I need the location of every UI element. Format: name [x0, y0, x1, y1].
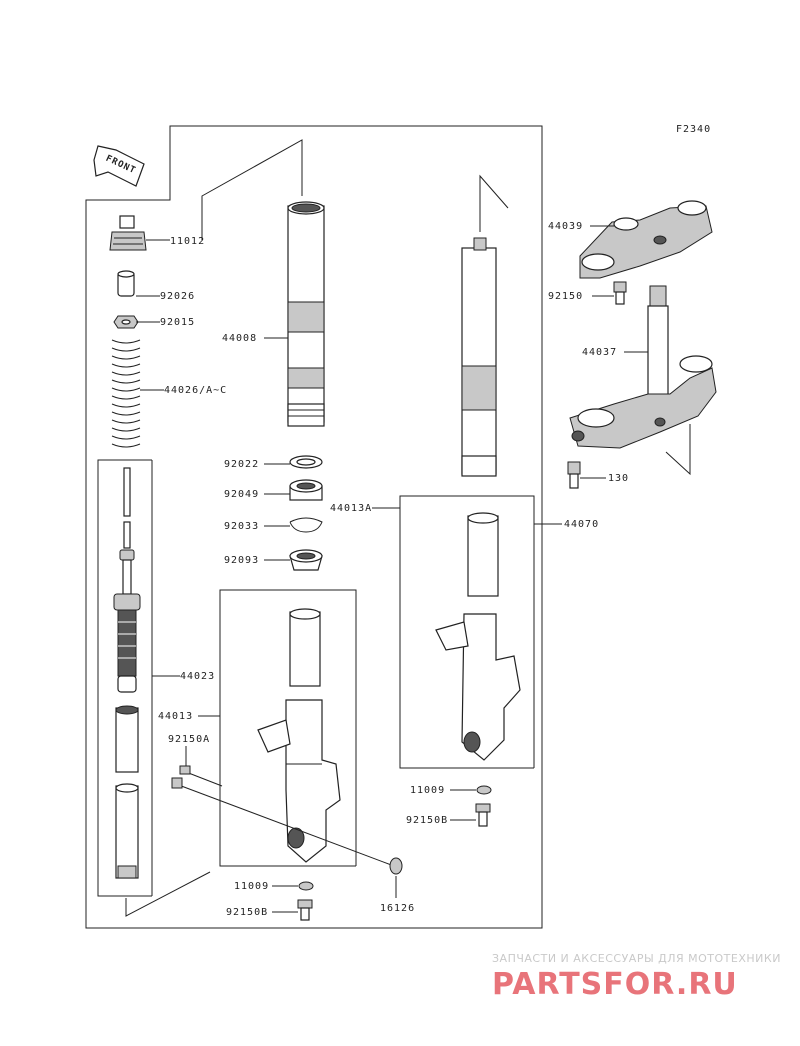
assembly-frame	[85, 125, 543, 929]
part-92150B-bolt-right	[475, 803, 491, 827]
label-92022: 92022	[224, 459, 259, 470]
part-92049-oil-seal	[289, 479, 323, 501]
part-16126-axle	[171, 777, 403, 875]
part-11009-washer-left	[298, 881, 314, 891]
label-92049: 92049	[224, 489, 259, 500]
label-44013A: 44013A	[330, 503, 372, 514]
leader-fork-top	[479, 174, 509, 232]
part-92150A-bolt	[179, 765, 223, 787]
part-92026-spacer	[117, 270, 135, 297]
part-92015-nut	[113, 315, 139, 329]
part-fork-right-inner	[461, 237, 497, 477]
label-92026: 92026	[160, 291, 195, 302]
front-arrow-icon: FRONT	[93, 145, 145, 187]
leader-cartridge	[125, 871, 211, 917]
label-44070: 44070	[564, 519, 599, 530]
bracket-44023-box	[97, 459, 152, 897]
label-92150B-left: 92150B	[226, 907, 268, 918]
diagram-code: F2340	[676, 124, 711, 135]
part-44026-spring	[111, 339, 141, 448]
label-11012: 11012	[170, 236, 205, 247]
part-92033-clip	[289, 517, 323, 533]
part-44037-stem-lower-clamp	[569, 285, 717, 449]
label-130: 130	[608, 473, 629, 484]
label-16126: 16126	[380, 903, 415, 914]
part-44039-upper-clamp	[579, 200, 713, 279]
part-44008-inner-tube	[287, 201, 325, 427]
part-44013-outer-tube	[257, 608, 341, 863]
label-44037: 44037	[582, 347, 617, 358]
label-92150: 92150	[548, 291, 583, 302]
leader-clamp-bottom	[665, 424, 691, 476]
label-44023: 44023	[180, 671, 215, 682]
part-44023-damper-rod	[113, 467, 141, 879]
label-11009-right: 11009	[410, 785, 445, 796]
label-92150B-right: 92150B	[406, 815, 448, 826]
label-44039: 44039	[548, 221, 583, 232]
part-92150B-bolt-left	[297, 899, 313, 921]
label-92150A: 92150A	[168, 734, 210, 745]
part-92150-bolt	[613, 281, 627, 305]
part-92093-dust-seal	[289, 549, 323, 571]
label-44013: 44013	[158, 711, 193, 722]
watermark-logo: PARTSFOR.RU	[492, 967, 738, 1002]
box-44013A	[399, 495, 535, 769]
label-92015: 92015	[160, 317, 195, 328]
label-92093: 92093	[224, 555, 259, 566]
label-44026: 44026/A~C	[164, 385, 227, 396]
watermark-tagline: ЗАПЧАСТИ И АКСЕССУАРЫ ДЛЯ МОТОТЕХНИКИ	[492, 952, 781, 965]
part-44013A-outer-tube	[435, 512, 521, 761]
part-11009-washer-right	[476, 785, 492, 795]
bracket-top	[201, 139, 303, 240]
part-92022-washer	[289, 455, 323, 469]
box-44013	[219, 589, 357, 867]
part-11012-cap	[109, 215, 147, 251]
label-44008: 44008	[222, 333, 257, 344]
label-11009-left: 11009	[234, 881, 269, 892]
label-92033: 92033	[224, 521, 259, 532]
part-130-bolt	[567, 461, 581, 489]
